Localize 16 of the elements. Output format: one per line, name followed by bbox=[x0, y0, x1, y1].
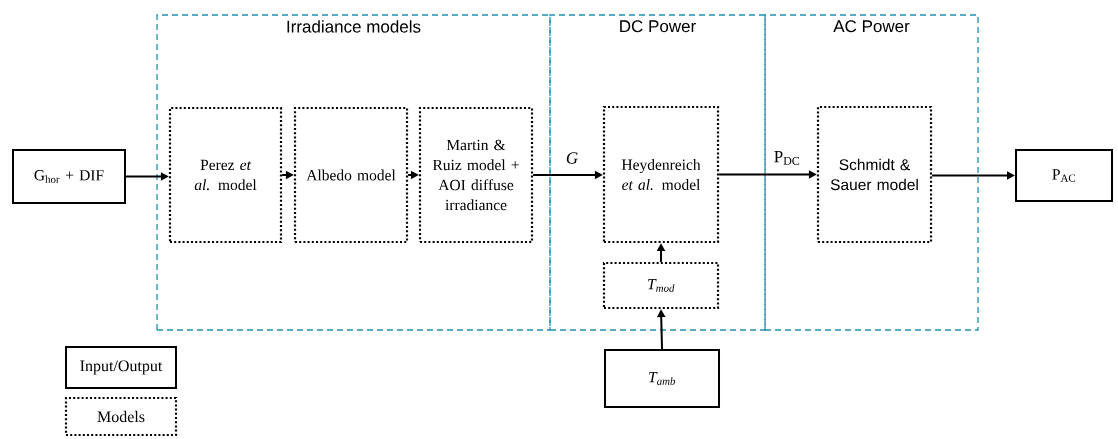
legend-entry: Models bbox=[64, 396, 178, 437]
model-box: Albedo model bbox=[293, 106, 409, 244]
edge-label: P$_{DC}$ bbox=[772, 150, 802, 166]
section-heading: Irradiance models bbox=[287, 20, 421, 33]
input-output-box: T$_{amb}$ bbox=[604, 349, 720, 408]
section-heading: AC Power bbox=[833, 20, 910, 33]
model-box: T$_{mod}$ bbox=[602, 261, 720, 310]
model-box: Martin & Ruiz model + AOI diffuse irradiance bbox=[418, 106, 534, 244]
model-box: Perez et al. model bbox=[168, 106, 283, 244]
legend-entry: Input/Output bbox=[65, 346, 177, 389]
model-box: Schmidt & Sauer model bbox=[816, 105, 933, 244]
edge-label: G bbox=[564, 151, 580, 165]
input-output-box: G$_{hor}$ + DIF bbox=[12, 149, 126, 204]
input-output-box: P$_{AC}$ bbox=[1015, 149, 1113, 202]
model-box: Heydenreich et al. model bbox=[602, 105, 720, 244]
section-heading: DC Power bbox=[620, 20, 696, 33]
